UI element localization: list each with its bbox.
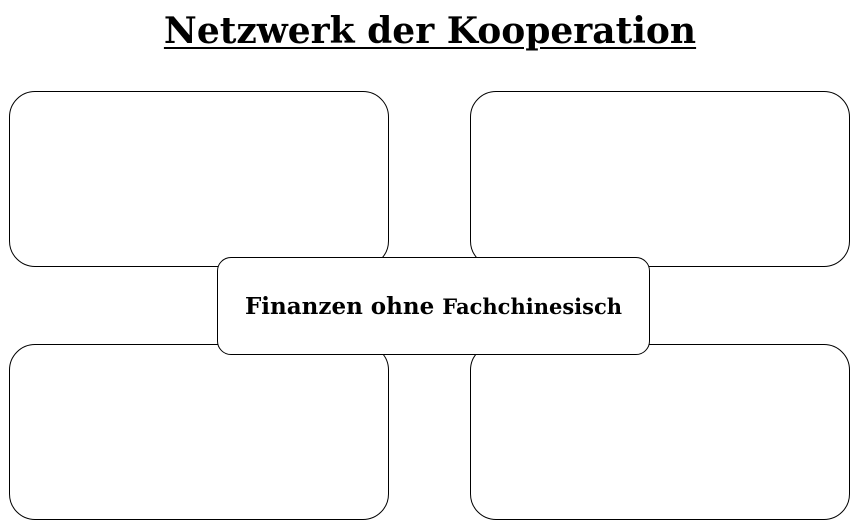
partner-box-top-left [9,91,389,267]
center-node-label-main: Finanzen ohne [244,292,435,320]
partner-box-bottom-right [470,344,850,520]
center-node-label: Finanzen ohne Fachchinesisch [245,293,622,320]
partner-box-top-right [470,91,850,267]
page-title: Netzwerk der Kooperation [163,10,697,52]
partner-box-bottom-left [9,344,389,520]
center-node-label-tail: Fachchinesisch [442,293,623,319]
center-node: Finanzen ohne Fachchinesisch [217,257,650,355]
